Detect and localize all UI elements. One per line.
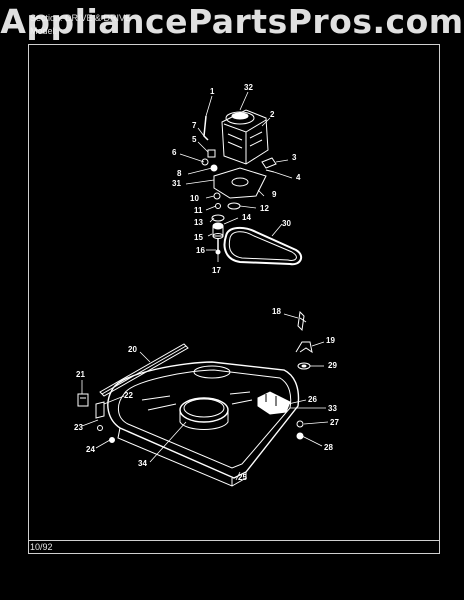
callout-33: 33	[328, 404, 337, 413]
callout-31: 31	[172, 179, 181, 188]
callout-17: 17	[212, 266, 221, 275]
small-hardware-right	[295, 310, 313, 370]
section-line: Section: DRIVE & DRIVE	[30, 13, 132, 23]
leader-lines	[81, 91, 329, 481]
callout-13: 13	[194, 218, 203, 227]
callout-9: 9	[272, 190, 277, 199]
callout-11: 11	[194, 206, 203, 215]
callout-19: 19	[326, 336, 335, 345]
callout-15: 15	[194, 233, 203, 242]
callout-14: 14	[242, 213, 251, 222]
callout-20: 20	[128, 345, 137, 354]
diagram-header: Section: DRIVE & DRIVE Model:	[30, 12, 131, 38]
callout-30: 30	[282, 219, 291, 228]
callout-21: 21	[76, 370, 85, 379]
callout-23: 23	[74, 423, 83, 432]
callout-3: 3	[292, 153, 297, 162]
diagram-frame	[28, 44, 440, 554]
base-plate-assembly	[77, 343, 304, 487]
callout-labels: 1 32 2 7 5 6 3 8 4 31 9 10 11 12 13 14 3…	[74, 83, 339, 482]
callout-1: 1	[210, 87, 215, 96]
callout-24: 24	[86, 445, 95, 454]
callout-12: 12	[260, 204, 269, 213]
callout-4: 4	[296, 173, 301, 182]
callout-34: 34	[138, 459, 147, 468]
callout-32: 32	[244, 83, 253, 92]
frame-footer-rule	[28, 540, 440, 541]
callout-29: 29	[328, 361, 337, 370]
callout-25: 25	[238, 473, 247, 482]
callout-10: 10	[190, 194, 199, 203]
watermark-text: AppliancePartsPros.com	[0, 2, 464, 41]
callout-28: 28	[324, 443, 333, 452]
callout-26: 26	[308, 395, 317, 404]
callout-8: 8	[177, 169, 182, 178]
callout-22: 22	[124, 391, 133, 400]
callout-6: 6	[172, 148, 177, 157]
callout-2: 2	[270, 110, 275, 119]
date-code: 10/92	[30, 542, 53, 552]
motor-assembly	[201, 109, 303, 266]
model-line: Model:	[30, 26, 58, 36]
callout-5: 5	[192, 135, 197, 144]
callout-27: 27	[330, 418, 339, 427]
callout-7: 7	[192, 121, 197, 130]
callout-18: 18	[272, 307, 281, 316]
callout-16: 16	[196, 246, 205, 255]
